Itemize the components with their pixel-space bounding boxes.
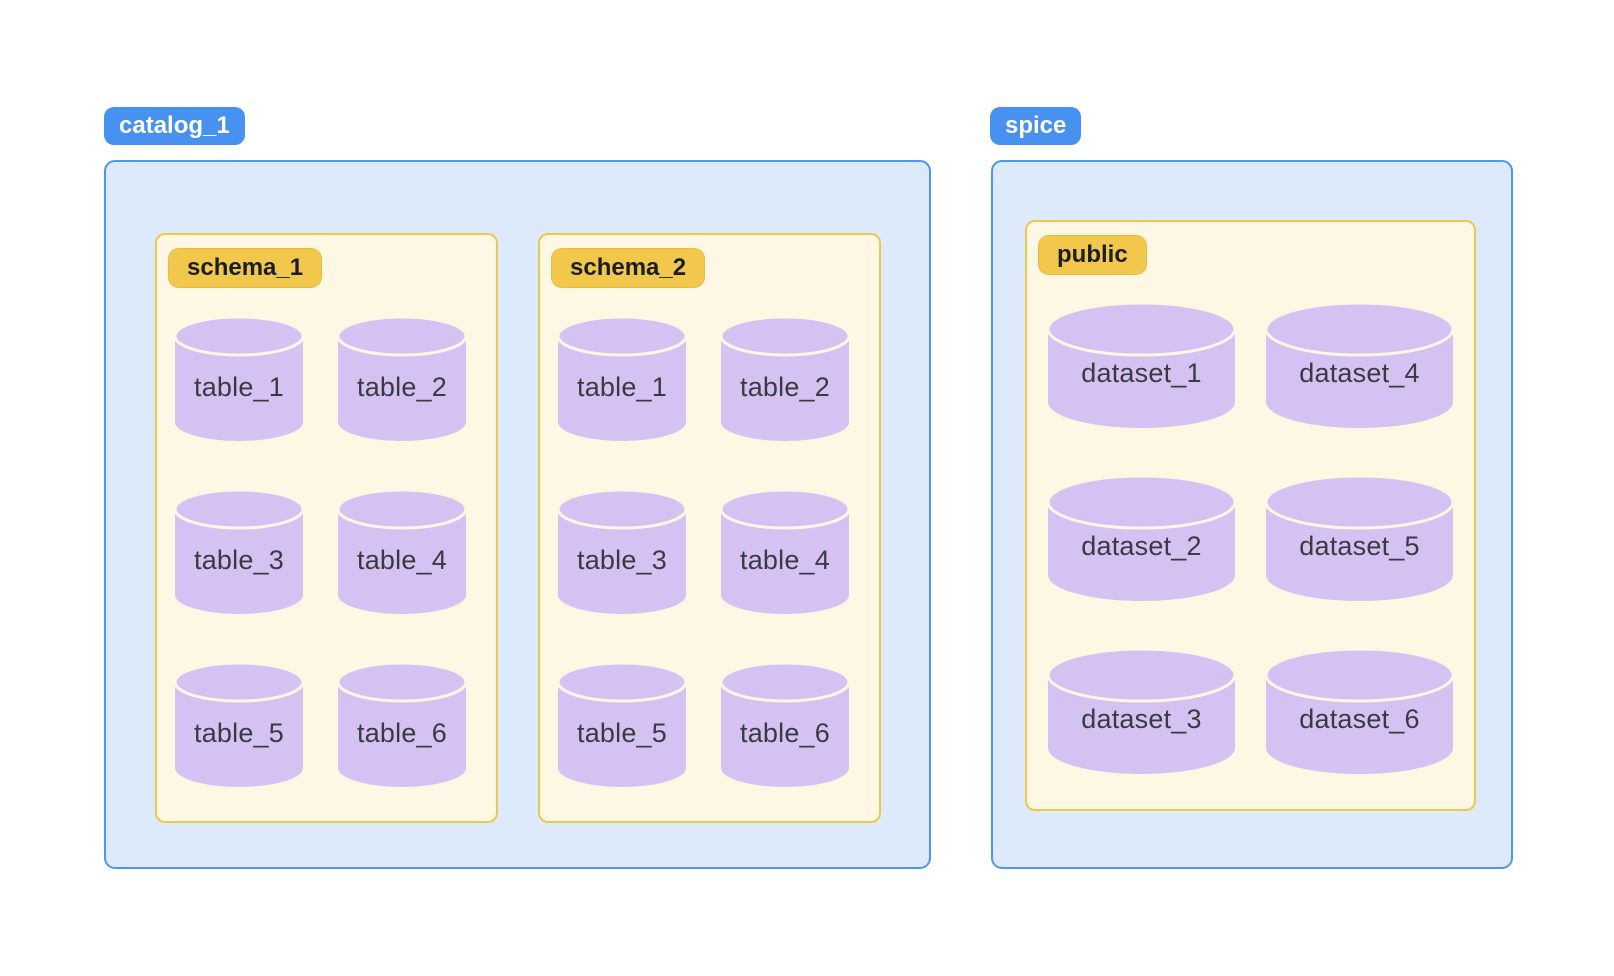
dataset-label: dataset_6 [1299, 704, 1420, 734]
table-label: table_4 [357, 544, 447, 575]
database-cylinder-icon [556, 488, 688, 614]
database-cylinder-icon [1264, 647, 1455, 774]
database-cylinder-icon [719, 315, 851, 441]
table-cylinder: table_2 [336, 315, 468, 441]
table-label: table_5 [577, 717, 667, 748]
database-cylinder-icon [173, 488, 305, 614]
table-cylinder: table_6 [336, 661, 468, 787]
database-cylinder-icon [556, 315, 688, 441]
table-cylinder: table_1 [556, 315, 688, 441]
catalog-1-container: schema_1 table_1 table_2 table_3 table_4 [104, 160, 931, 869]
database-cylinder-icon [1264, 474, 1455, 601]
table-cylinder: table_1 [173, 315, 305, 441]
table-label: table_5 [194, 717, 284, 748]
schema-2-pill: schema_2 [551, 248, 706, 288]
public-pill: public [1038, 235, 1147, 275]
table-label: table_1 [194, 371, 284, 402]
table-cylinder: table_6 [719, 661, 851, 787]
table-label: table_3 [577, 544, 667, 575]
dataset-cylinder: dataset_3 [1046, 647, 1237, 774]
table-label: table_6 [357, 717, 447, 748]
catalog-1-pill: catalog_1 [104, 107, 245, 145]
spice-pill: spice [990, 107, 1082, 145]
dataset-label: dataset_4 [1299, 358, 1420, 388]
database-cylinder-icon [173, 315, 305, 441]
schema-1-pill: schema_1 [168, 248, 323, 288]
database-cylinder-icon [556, 661, 688, 787]
schema-2-tables: table_1 table_2 table_3 table_4 table_5 [556, 315, 851, 787]
spice-container: public dataset_1 dataset_4 dataset_2 dat… [991, 160, 1513, 869]
database-cylinder-icon [1264, 301, 1455, 428]
database-cylinder-icon [1046, 647, 1237, 774]
dataset-label: dataset_2 [1081, 531, 1202, 561]
dataset-cylinder: dataset_6 [1264, 647, 1455, 774]
table-label: table_1 [577, 371, 667, 402]
database-cylinder-icon [336, 488, 468, 614]
database-cylinder-icon [719, 488, 851, 614]
table-label: table_4 [740, 544, 830, 575]
table-cylinder: table_3 [173, 488, 305, 614]
database-cylinder-icon [336, 661, 468, 787]
dataset-label: dataset_3 [1081, 704, 1202, 734]
table-cylinder: table_4 [719, 488, 851, 614]
table-label: table_6 [740, 717, 830, 748]
dataset-cylinder: dataset_2 [1046, 474, 1237, 601]
public-box: public dataset_1 dataset_4 dataset_2 dat… [1025, 220, 1476, 811]
dataset-cylinder: dataset_1 [1046, 301, 1237, 428]
table-label: table_2 [740, 371, 830, 402]
dataset-label: dataset_1 [1081, 358, 1202, 388]
table-cylinder: table_5 [173, 661, 305, 787]
database-cylinder-icon [719, 661, 851, 787]
dataset-label: dataset_5 [1299, 531, 1420, 561]
public-datasets: dataset_1 dataset_4 dataset_2 dataset_5 … [1046, 301, 1455, 774]
dataset-cylinder: dataset_5 [1264, 474, 1455, 601]
schema-2-box: schema_2 table_1 table_2 table_3 table_4 [538, 233, 881, 823]
dataset-cylinder: dataset_4 [1264, 301, 1455, 428]
database-cylinder-icon [336, 315, 468, 441]
database-cylinder-icon [173, 661, 305, 787]
table-cylinder: table_4 [336, 488, 468, 614]
table-label: table_2 [357, 371, 447, 402]
schema-1-box: schema_1 table_1 table_2 table_3 table_4 [155, 233, 498, 823]
database-cylinder-icon [1046, 474, 1237, 601]
table-cylinder: table_3 [556, 488, 688, 614]
table-cylinder: table_2 [719, 315, 851, 441]
table-label: table_3 [194, 544, 284, 575]
table-cylinder: table_5 [556, 661, 688, 787]
schema-1-tables: table_1 table_2 table_3 table_4 table_5 [173, 315, 468, 787]
database-cylinder-icon [1046, 301, 1237, 428]
